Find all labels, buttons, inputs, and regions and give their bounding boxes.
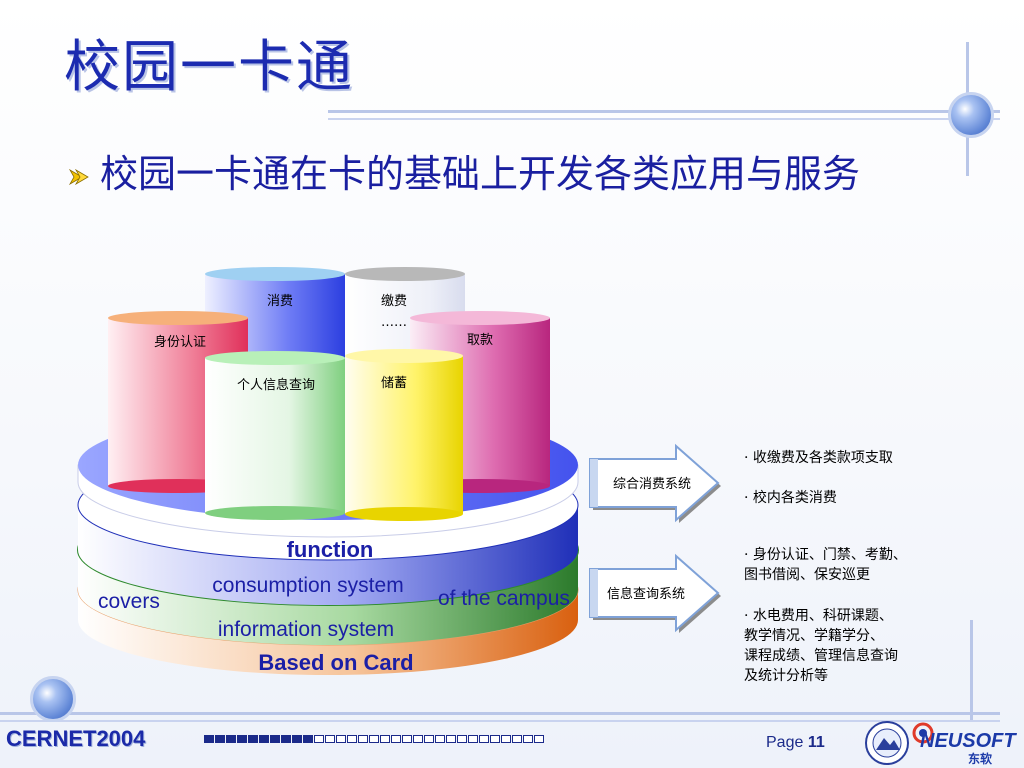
cylinder-personal-query (205, 351, 345, 520)
progress-segment (402, 735, 412, 743)
bullet-text: 校园一卡通在卡的基础上开发各类应用与服务 (100, 152, 861, 196)
cylinder-savings (345, 349, 463, 521)
frame-horizontal-line (0, 712, 1000, 715)
progress-segment (523, 735, 533, 743)
progress-segment (215, 735, 225, 743)
progress-segment (512, 735, 522, 743)
system-label-information: 信息查询系统 (607, 586, 685, 602)
system-desc-item: · 收缴费及各类款项支取 (744, 450, 893, 466)
page-label: Page (766, 734, 804, 751)
progress-segment (369, 735, 379, 743)
progress-segment (292, 735, 302, 743)
progress-segment (248, 735, 258, 743)
page-title: 校园一卡通 (64, 35, 354, 100)
cylinder-label-pay: 缴费 (381, 294, 407, 309)
neusoft-logo-icon (912, 722, 934, 744)
progress-segment (281, 735, 291, 743)
progress-segment (490, 735, 500, 743)
progress-segment (391, 735, 401, 743)
page-number: Page 11 (766, 734, 825, 752)
system-arrow-information: 信息查询系统 (589, 553, 721, 633)
university-seal-icon (865, 721, 909, 765)
frame-horizontal-line (328, 110, 1000, 113)
cylinder-label-personal-query: 个人信息查询 (237, 377, 315, 393)
system-desc-item: · 校内各类消费 (744, 490, 837, 506)
frame-horizontal-line (0, 720, 1000, 722)
cylinder-label-consume: 消费 (267, 294, 293, 309)
progress-segment (204, 735, 214, 743)
system-desc-item: · 身份认证、门禁、考勤、 图书借阅、保安巡更 (744, 547, 907, 583)
layer-label-campus: of the campus (438, 587, 570, 610)
cylinder-label-withdraw: 取款 (467, 333, 493, 348)
progress-segment (237, 735, 247, 743)
progress-segment (325, 735, 335, 743)
progress-segment (270, 735, 280, 743)
progress-segment (413, 735, 423, 743)
card-platform-diagram: 消费 缴费 …… 身份认证 取款 个人信息查询 储蓄 function cons… (77, 267, 579, 675)
layer-label-covers: covers (98, 590, 160, 613)
decor-ball-icon (30, 676, 76, 722)
brand-name-cn: 东软 (968, 752, 993, 766)
bullet-arrow-icon (68, 168, 89, 186)
cylinder-label-pay-more: …… (381, 315, 407, 330)
progress-segment (314, 735, 324, 743)
progress-segment (259, 735, 269, 743)
layer-label-consumption: consumption system (212, 574, 403, 597)
page-number-value: 11 (807, 734, 825, 751)
cylinder-label-identity: 身份认证 (154, 334, 206, 350)
layer-label-information: information system (218, 618, 394, 641)
progress-segment (501, 735, 511, 743)
progress-segment (347, 735, 357, 743)
progress-segment (479, 735, 489, 743)
progress-segment (358, 735, 368, 743)
frame-vertical-line (970, 620, 973, 720)
footer-event-label: CERNET2004 (6, 726, 146, 751)
frame-horizontal-line (328, 118, 1000, 120)
layer-label-function: function (287, 537, 374, 562)
progress-segment (303, 735, 313, 743)
progress-segment (457, 735, 467, 743)
progress-segment (226, 735, 236, 743)
brand-name: NEUSOFT (920, 730, 1016, 752)
progress-segment (468, 735, 478, 743)
progress-segment (435, 735, 445, 743)
slide-progress-bar (204, 735, 544, 743)
decor-ball-icon (948, 92, 994, 138)
cylinder-label-savings: 储蓄 (381, 376, 407, 391)
progress-segment (446, 735, 456, 743)
system-arrow-consumption: 综合消费系统 (589, 443, 721, 523)
layer-label-base: Based on Card (258, 650, 413, 675)
progress-segment (380, 735, 390, 743)
progress-segment (336, 735, 346, 743)
progress-segment (534, 735, 544, 743)
system-desc-item: · 水电费用、科研课题、 教学情况、学籍学分、 课程成绩、管理信息查询 及统计分… (744, 608, 898, 684)
progress-segment (424, 735, 434, 743)
system-label-consumption: 综合消费系统 (613, 477, 691, 492)
